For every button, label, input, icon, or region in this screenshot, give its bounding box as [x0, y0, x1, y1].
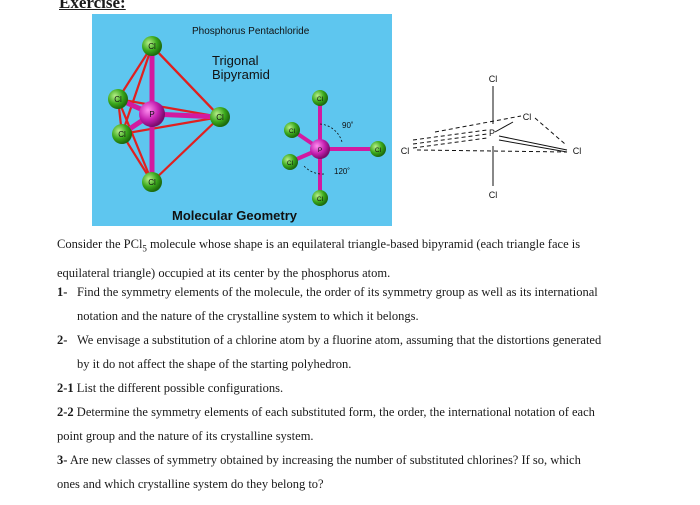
cl-label: Cl [317, 96, 324, 103]
figure-subtitle-line2: Bipyramid [212, 67, 270, 82]
question-2-line1: We envisage a substitution of a chlorine… [77, 333, 602, 347]
cl-atom-bottom-small [312, 190, 328, 206]
question-3-line2: ones and which crystalline system do the… [57, 477, 324, 491]
cl-atom-right-small [370, 141, 386, 157]
p-atom-small [310, 139, 330, 159]
pcl5-model-figure: Cl Cl Cl Cl Cl P Cl Cl Cl Cl Cl P [92, 14, 392, 226]
angle-120-label: 120˚ [334, 167, 350, 176]
bond-left-dashed-3 [412, 137, 488, 149]
question-2-2: 2-2 Determine the symmetry elements of e… [57, 400, 652, 424]
intro-paragraph: Consider the PCl5 molecule whose shape i… [57, 232, 652, 285]
intro-line2: equilateral triangle) occupied at its ce… [57, 265, 391, 280]
cl-label: Cl [114, 95, 122, 104]
cl-atom-left-upper [108, 89, 128, 109]
question-2-2-line1: Determine the symmetry elements of each … [76, 405, 595, 419]
question-3-cont: ones and which crystalline system do the… [57, 472, 652, 496]
intro-text-a: Consider the PCl [57, 237, 143, 251]
question-1-line1: Find the symmetry elements of the molecu… [77, 285, 598, 299]
angle-90-label: 90˚ [342, 121, 354, 130]
intro-text-b: molecule whose shape is an equilateral t… [146, 237, 581, 251]
question-number: 1- [57, 285, 68, 299]
cl-atom-top-small [312, 90, 328, 106]
cl-label: Cl [289, 128, 296, 135]
bonds-right-model [289, 98, 378, 198]
bond-right-solid-2 [498, 139, 568, 153]
cl-atom-left-lower [112, 124, 132, 144]
question-number: 3- [57, 453, 68, 467]
cl-label: Cl [118, 130, 126, 139]
question-2-cont: by it do not affect the shape of the sta… [77, 352, 652, 376]
question-2-2-cont: point group and the nature of its crysta… [57, 424, 652, 448]
cl-label: Cl [148, 42, 156, 51]
cl-atom-left-upper-small [284, 122, 300, 138]
question-1: 1- Find the symmetry elements of the mole… [57, 280, 652, 304]
bond-right-solid [498, 135, 568, 151]
pcl5-model-drawing: Cl Cl Cl Cl Cl P Cl Cl Cl Cl Cl P [108, 36, 386, 206]
question-2: 2- We envisage a substitution of a chlori… [57, 328, 652, 352]
question-number: 2- [57, 333, 68, 347]
cl-atom-top [142, 36, 162, 56]
question-2-line2: by it do not affect the shape of the sta… [77, 357, 352, 371]
p-center-label: P [489, 128, 495, 138]
figure-subtitle: Trigonal Bipyramid [212, 54, 270, 82]
figure-title: Phosphorus Pentachloride [192, 26, 310, 37]
cl-label: Cl [317, 196, 324, 203]
back-dashed [434, 115, 522, 133]
cl-label: Cl [287, 160, 294, 167]
p-label: P [149, 110, 154, 119]
cl-atom-left-lower-small [282, 154, 298, 170]
pcl5-line-diagram: Cl Cl Cl Cl Cl P [401, 74, 582, 200]
question-number: 2-1 [57, 381, 74, 395]
question-1-cont: notation and the nature of the crystalli… [77, 304, 652, 328]
back-right-dashed [534, 117, 566, 145]
bond-left-dashed [412, 129, 488, 141]
bonds-left-model [116, 46, 221, 182]
question-2-1: 2-1 List the different possible configur… [57, 376, 652, 400]
angle-90-arc [319, 123, 343, 143]
cl-label: Cl [216, 113, 224, 122]
intro-subscript: 5 [142, 243, 147, 254]
p-atom [139, 101, 165, 127]
figure-subtitle-line1: Trigonal [212, 53, 259, 68]
question-3-line1: Are new classes of symmetry obtained by … [69, 453, 581, 467]
question-3: 3- Are new classes of symmetry obtained … [57, 448, 652, 472]
angle-120-arc [303, 165, 325, 175]
question-2-1-line1: List the different possible configuratio… [76, 381, 284, 395]
figure-caption: Molecular Geometry [172, 208, 297, 223]
p-label: P [318, 147, 322, 154]
cl-label: Cl [148, 178, 156, 187]
cl-left-label: Cl [401, 146, 410, 156]
cl-label: Cl [375, 147, 382, 154]
equatorial-dashed [416, 149, 568, 153]
question-2-2-line2: point group and the nature of its crysta… [57, 429, 314, 443]
question-1-line2: notation and the nature of the crystalli… [77, 309, 419, 323]
cl-back-label: Cl [523, 112, 532, 122]
question-number: 2-2 [57, 405, 74, 419]
cl-atom-right [210, 107, 230, 127]
cl-right-label: Cl [573, 146, 582, 156]
exercise-heading: Exercise: [59, 0, 126, 12]
cl-top-label: Cl [489, 74, 498, 84]
cl-bottom-label: Cl [489, 190, 498, 200]
bond-left-dashed-2 [412, 133, 488, 145]
bond-back-solid [494, 121, 514, 133]
cl-atom-bottom [142, 172, 162, 192]
